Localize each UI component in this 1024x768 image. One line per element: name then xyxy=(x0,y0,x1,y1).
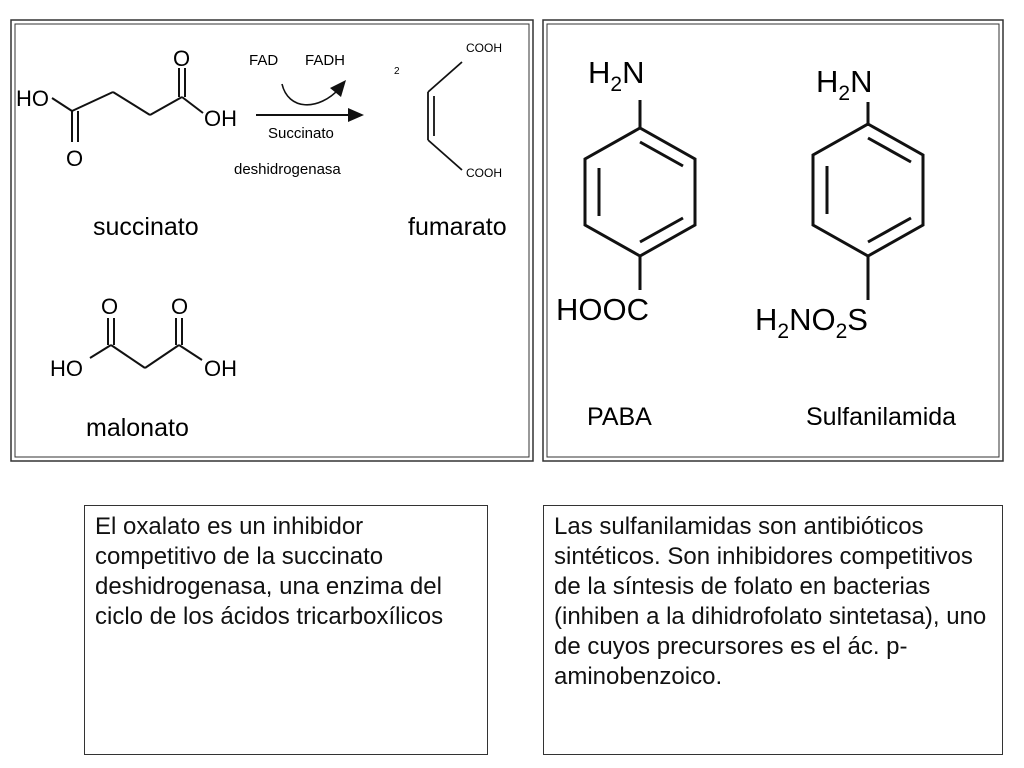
succinate-structure xyxy=(51,68,204,142)
enzyme-name-line1: Succinato xyxy=(268,125,334,142)
fad-label: FAD xyxy=(249,52,278,69)
succinato-label: succinato xyxy=(93,213,199,241)
succinate-o-top: O xyxy=(173,46,190,71)
sulfa-sulfonamide-group: H2NO2S xyxy=(755,302,868,343)
malonate-o-left: O xyxy=(101,294,118,319)
paba-label: PABA xyxy=(587,403,652,431)
sulfanilamide-text-box: Las sulfanilamidas son antibióticos sint… xyxy=(543,505,1003,755)
malonate-structure xyxy=(89,318,203,369)
succinate-o-bottom: O xyxy=(66,146,83,171)
left-panel-frame xyxy=(10,19,534,462)
reaction-arrow-head xyxy=(348,108,364,122)
fadh-subscript: 2 xyxy=(394,66,400,77)
fadh-label: FADH xyxy=(305,52,345,69)
oxalate-text-box: El oxalato es un inhibidor competitivo d… xyxy=(84,505,488,755)
malonato-label: malonato xyxy=(86,414,189,442)
paba-carboxyl-group: HOOC xyxy=(556,292,649,327)
right-panel-frame xyxy=(542,19,1004,462)
succinate-ho: HO xyxy=(16,86,49,111)
oxalate-description: El oxalato es un inhibidor competitivo d… xyxy=(95,513,444,630)
sulfa-amine-group: H2N xyxy=(816,64,872,105)
succinate-oh: OH xyxy=(204,106,237,131)
paba-structure xyxy=(583,100,697,290)
malonate-oh: OH xyxy=(204,356,237,381)
fumarato-label: fumarato xyxy=(408,213,507,241)
fumarate-cooh-bottom: COOH xyxy=(466,166,502,180)
enzyme-name-line2: deshidrogenasa xyxy=(234,161,341,178)
paba-amine-group: H2N xyxy=(588,55,644,96)
cofactor-curved-arrow xyxy=(281,83,341,106)
sulfanilamide-description: Las sulfanilamidas son antibióticos sint… xyxy=(554,513,987,690)
sulfanilamide-structure xyxy=(811,102,925,300)
fumarate-structure xyxy=(427,61,463,171)
malonate-ho: HO xyxy=(50,356,83,381)
fumarate-cooh-top: COOH xyxy=(466,41,502,55)
malonate-o-right: O xyxy=(171,294,188,319)
sulfanilamida-label: Sulfanilamida xyxy=(806,403,956,431)
curved-arrow-head xyxy=(330,80,346,97)
